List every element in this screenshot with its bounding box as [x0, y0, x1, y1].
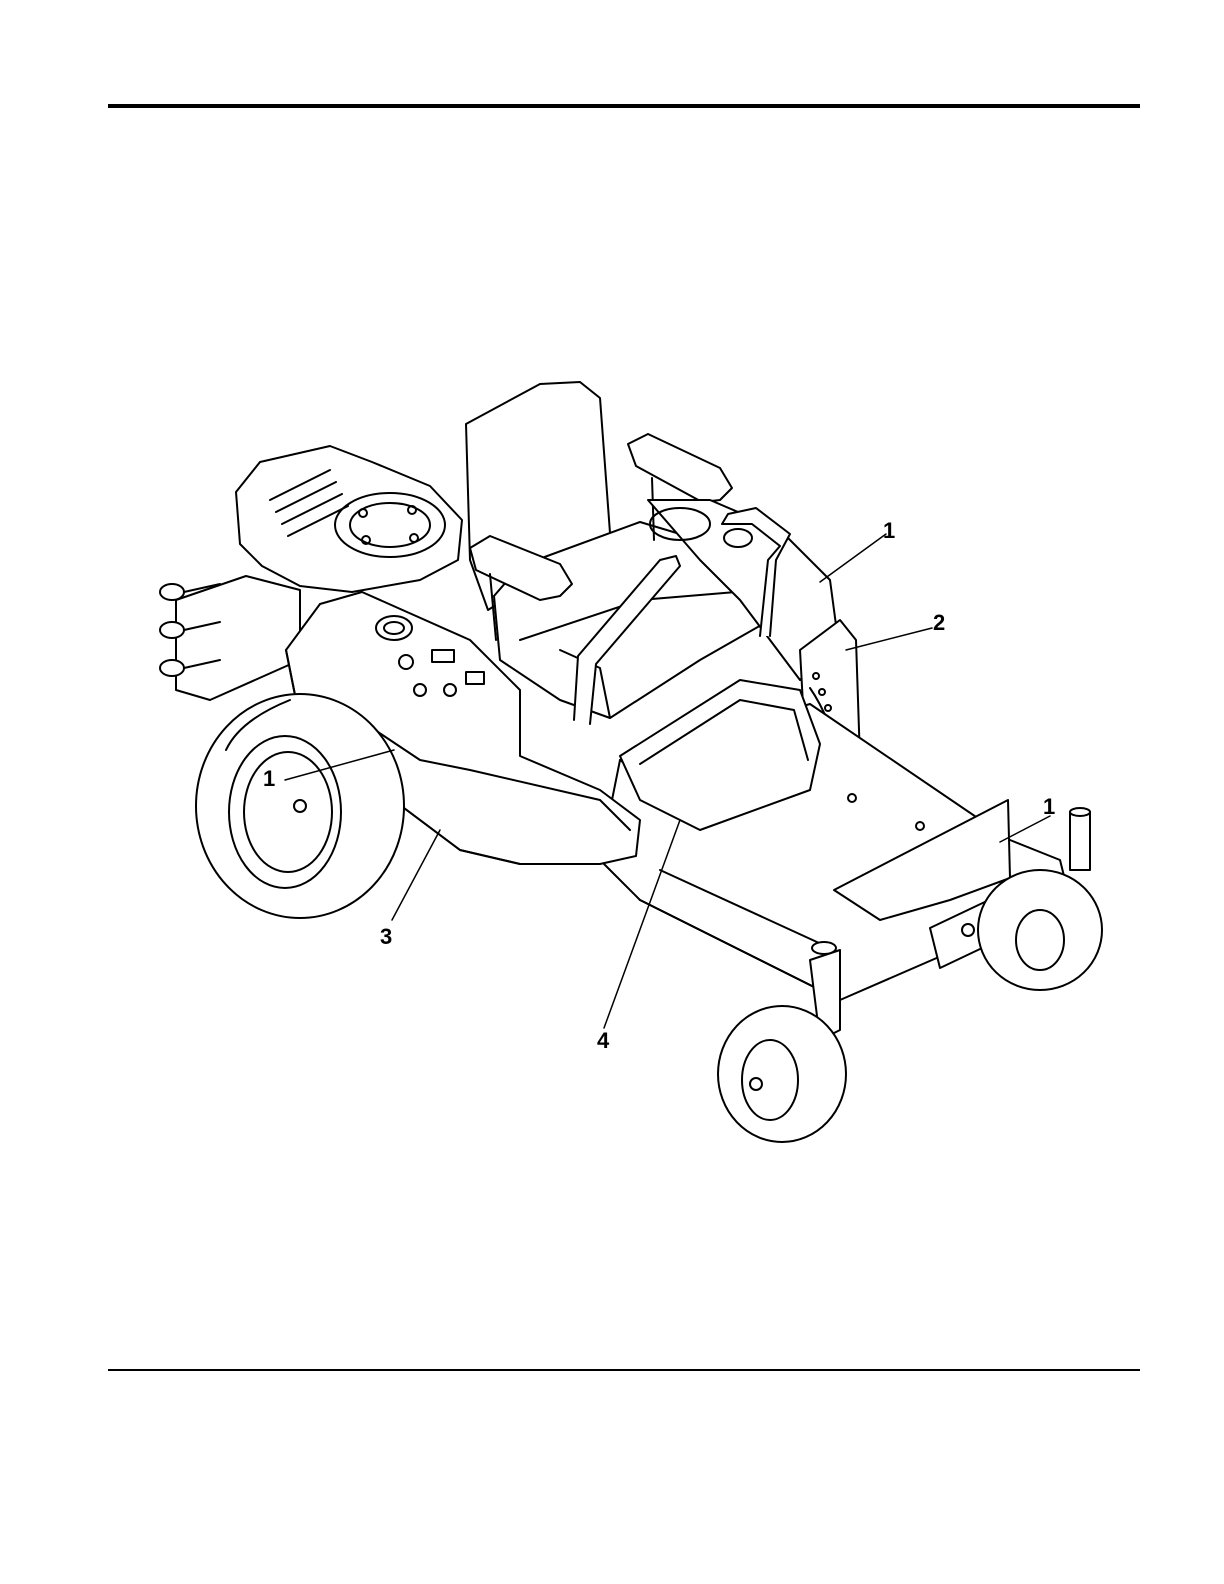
callout-1-right: 1	[1043, 794, 1055, 819]
callout-2: 2	[933, 610, 945, 635]
right-rear-tire	[978, 870, 1102, 990]
callout-1-left: 1	[263, 766, 275, 791]
callout-3: 3	[380, 924, 392, 949]
rear-frame	[160, 576, 300, 700]
callout-4: 4	[597, 1028, 610, 1053]
callout-1-upper: 1	[883, 518, 895, 543]
left-rear-tire	[196, 694, 404, 918]
engine	[236, 446, 462, 592]
right-caster-post	[1070, 808, 1090, 870]
